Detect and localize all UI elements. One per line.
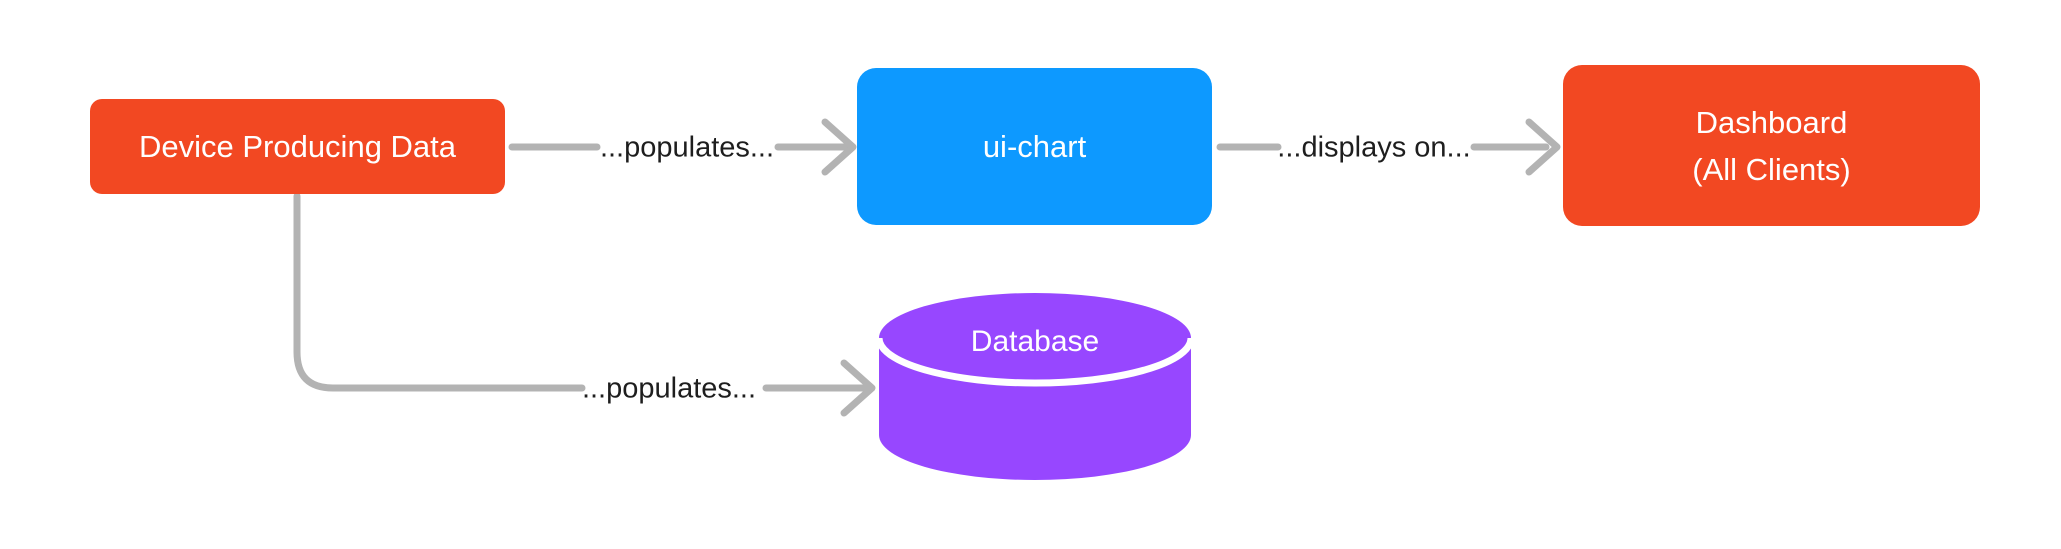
node-dashboard: Dashboard (All Clients) xyxy=(1563,65,1980,226)
node-dashboard-label-line2: (All Clients) xyxy=(1692,151,1851,187)
node-database-label: Database xyxy=(970,325,1100,358)
node-device-label: Device Producing Data xyxy=(138,129,457,164)
edge-uichart-to-dashboard-arrowhead-icon xyxy=(1525,118,1561,176)
node-dashboard-label-line1: Dashboard xyxy=(1695,104,1848,140)
edge-device-to-database-arrowhead-icon xyxy=(840,359,876,417)
edge-label-populates-top: ...populates... xyxy=(599,131,775,164)
database-cylinder-separator xyxy=(877,337,1193,387)
edge-device-to-uichart-arrowhead-icon xyxy=(821,118,857,176)
node-database-cylinder xyxy=(877,293,1193,480)
edge-label-displays-on: ...displays on... xyxy=(1277,131,1471,164)
node-ui-chart-label: ui-chart xyxy=(982,129,1087,164)
edge-device-to-database-elbow-line xyxy=(293,192,586,392)
edge-label-populates-bottom: ...populates... xyxy=(581,372,757,405)
node-ui-chart: ui-chart xyxy=(857,68,1212,225)
node-device-producing-data: Device Producing Data xyxy=(90,99,505,194)
